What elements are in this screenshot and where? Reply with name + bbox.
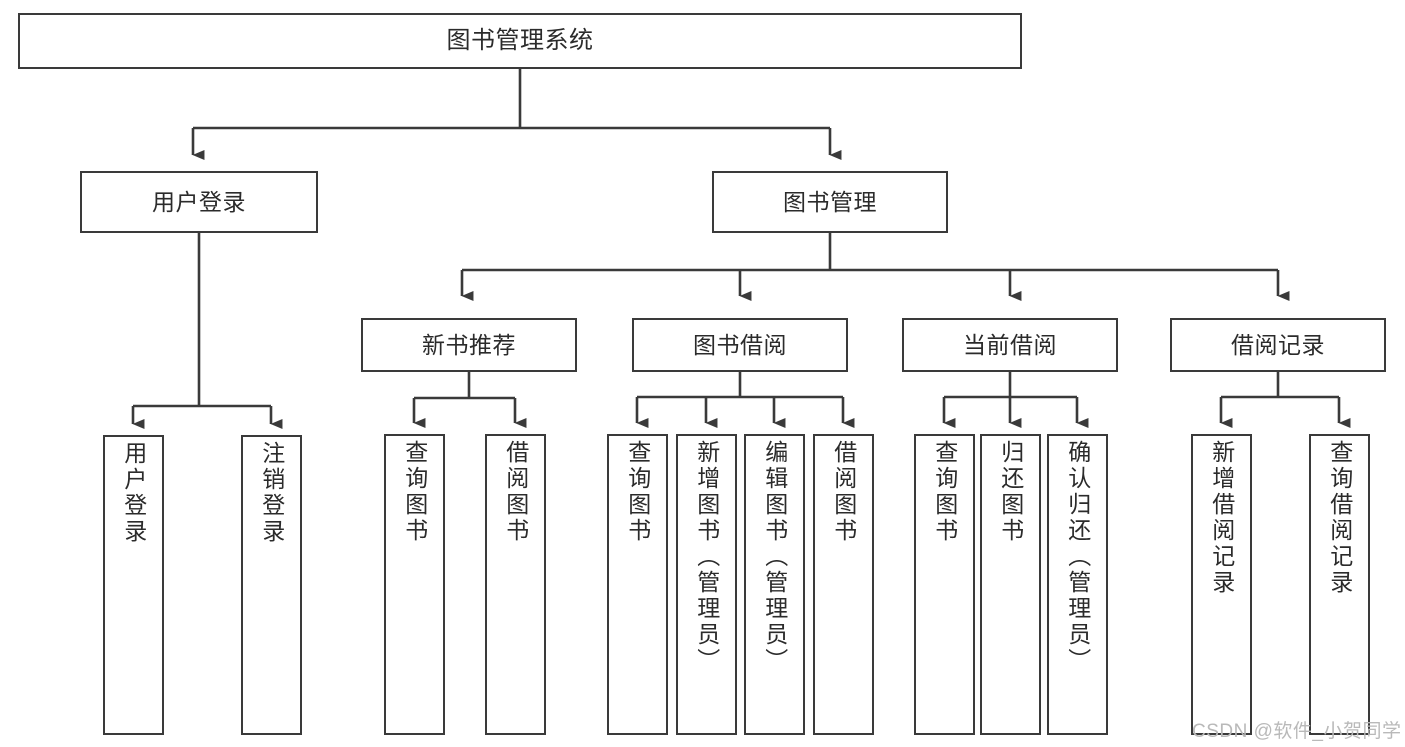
node-leaf-add-book[interactable]: 新增图书（管理员） — [676, 434, 737, 735]
node-leaf-add-book-label: 新增图书（管理员） — [693, 440, 720, 674]
node-leaf-logout-label: 注销登录 — [258, 441, 285, 545]
node-user-login[interactable]: 用户登录 — [80, 171, 318, 233]
node-leaf-query-book-2[interactable]: 查询图书 — [607, 434, 668, 735]
node-leaf-query-book-1[interactable]: 查询图书 — [384, 434, 445, 735]
node-book-manage[interactable]: 图书管理 — [712, 171, 948, 233]
node-leaf-add-record-label: 新增借阅记录 — [1208, 440, 1235, 596]
node-new-book-rec-label: 新书推荐 — [422, 331, 516, 358]
node-book-borrow-label: 图书借阅 — [693, 331, 787, 358]
watermark-text: CSDN @软件_小贺同学 — [1192, 721, 1402, 742]
node-book-borrow[interactable]: 图书借阅 — [632, 318, 848, 372]
node-leaf-borrow-book-1-label: 借阅图书 — [502, 440, 529, 544]
node-leaf-confirm-return-label: 确认归还（管理员） — [1064, 440, 1091, 674]
node-leaf-user-login[interactable]: 用户登录 — [103, 435, 164, 735]
node-leaf-confirm-return[interactable]: 确认归还（管理员） — [1047, 434, 1108, 735]
node-book-manage-label: 图书管理 — [783, 188, 877, 215]
node-leaf-query-book-1-label: 查询图书 — [401, 440, 428, 544]
node-leaf-user-login-label: 用户登录 — [120, 441, 147, 545]
node-leaf-return-book-label: 归还图书 — [997, 440, 1024, 544]
node-leaf-logout[interactable]: 注销登录 — [241, 435, 302, 735]
node-leaf-edit-book-label: 编辑图书（管理员） — [761, 440, 788, 674]
node-leaf-query-book-3[interactable]: 查询图书 — [914, 434, 975, 735]
node-leaf-borrow-book-2-label: 借阅图书 — [830, 440, 857, 544]
node-leaf-return-book[interactable]: 归还图书 — [980, 434, 1041, 735]
node-user-login-label: 用户登录 — [152, 188, 246, 215]
node-leaf-query-record[interactable]: 查询借阅记录 — [1309, 434, 1370, 735]
node-leaf-query-book-3-label: 查询图书 — [931, 440, 958, 544]
node-borrow-record[interactable]: 借阅记录 — [1170, 318, 1386, 372]
node-leaf-query-record-label: 查询借阅记录 — [1326, 440, 1353, 596]
node-leaf-add-record[interactable]: 新增借阅记录 — [1191, 434, 1252, 735]
node-leaf-edit-book[interactable]: 编辑图书（管理员） — [744, 434, 805, 735]
node-root-label: 图书管理系统 — [446, 27, 594, 55]
node-borrow-record-label: 借阅记录 — [1231, 331, 1325, 358]
node-leaf-borrow-book-2[interactable]: 借阅图书 — [813, 434, 874, 735]
node-current-borrow-label: 当前借阅 — [963, 331, 1057, 358]
node-leaf-query-book-2-label: 查询图书 — [624, 440, 651, 544]
node-new-book-rec[interactable]: 新书推荐 — [361, 318, 577, 372]
node-root[interactable]: 图书管理系统 — [18, 13, 1022, 69]
node-current-borrow[interactable]: 当前借阅 — [902, 318, 1118, 372]
node-leaf-borrow-book-1[interactable]: 借阅图书 — [485, 434, 546, 735]
